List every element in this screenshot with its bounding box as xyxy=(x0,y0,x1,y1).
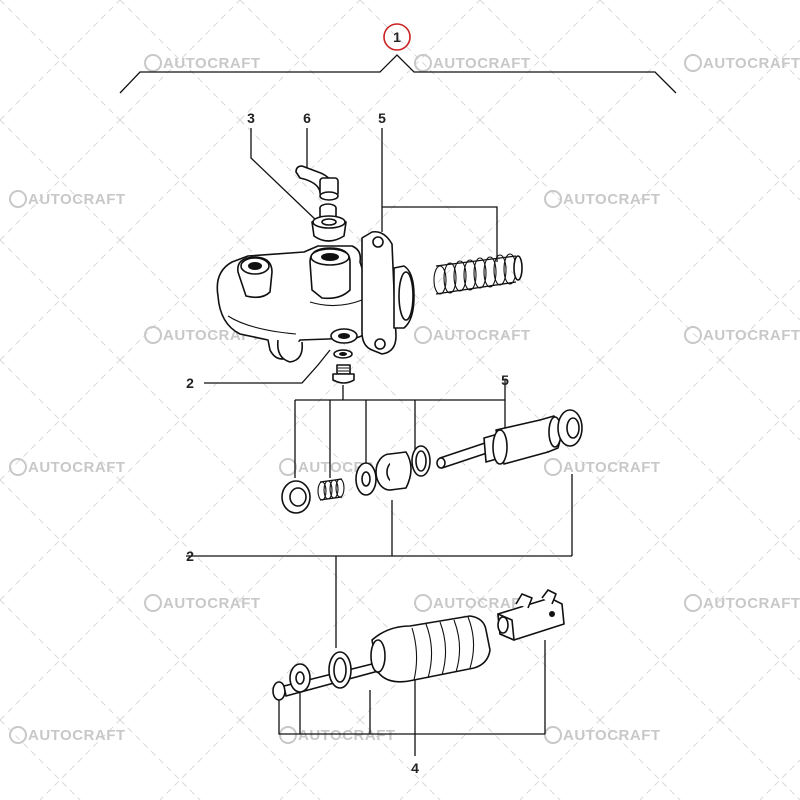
svg-text:AUTOCRAFT: AUTOCRAFT xyxy=(563,459,661,476)
leader-lines-middle xyxy=(186,380,573,648)
piston-assembly[interactable] xyxy=(436,415,562,469)
watermark-logo: AUTOCRAFT xyxy=(544,190,661,208)
small-spring[interactable] xyxy=(317,478,345,501)
svg-text:AUTOCRAFT: AUTOCRAFT xyxy=(28,459,126,476)
svg-text:AUTOCRAFT: AUTOCRAFT xyxy=(163,55,261,72)
callout-2-mid-label[interactable]: 2 xyxy=(186,548,194,564)
watermark-logo: AUTOCRAFT xyxy=(544,726,661,744)
svg-text:AUTOCRAFT: AUTOCRAFT xyxy=(433,595,531,612)
svg-text:AUTOCRAFT: AUTOCRAFT xyxy=(163,595,261,612)
watermark-logo: AUTOCRAFT xyxy=(9,458,126,476)
watermark-logo: AUTOCRAFT xyxy=(414,54,531,72)
rubber-dust-boot[interactable] xyxy=(370,615,491,683)
watermark-logo: AUTOCRAFT xyxy=(414,326,531,344)
svg-text:AUTOCRAFT: AUTOCRAFT xyxy=(28,727,126,744)
svg-text:AUTOCRAFT: AUTOCRAFT xyxy=(703,327,800,344)
watermark-logo: AUTOCRAFT xyxy=(684,326,800,344)
circlip[interactable] xyxy=(328,651,352,689)
svg-text:AUTOCRAFT: AUTOCRAFT xyxy=(703,595,800,612)
watermark-logo: AUTOCRAFT xyxy=(9,190,126,208)
valve-seat[interactable] xyxy=(375,451,412,491)
watermark-group: AUTOCRAFT AUTOCRAFT AUTOCRAFT AUTOCRAFT … xyxy=(9,54,800,744)
svg-text:AUTOCRAFT: AUTOCRAFT xyxy=(563,727,661,744)
watermark-logo: AUTOCRAFT xyxy=(544,458,661,476)
callout-2-top-label[interactable]: 2 xyxy=(186,375,194,391)
watermark-logo: AUTOCRAFT xyxy=(9,726,126,744)
callout-1-group[interactable]: 1 xyxy=(119,23,677,94)
svg-text:AUTOCRAFT: AUTOCRAFT xyxy=(298,727,396,744)
svg-text:AUTOCRAFT: AUTOCRAFT xyxy=(703,55,800,72)
leader-lines-bottom xyxy=(278,640,546,756)
svg-text:AUTOCRAFT: AUTOCRAFT xyxy=(433,327,531,344)
callout-1-highlight-ring xyxy=(383,23,411,51)
watermark-logo: AUTOCRAFT xyxy=(144,594,261,612)
watermark-logo: AUTOCRAFT xyxy=(684,54,800,72)
watermark-logo: AUTOCRAFT xyxy=(144,54,261,72)
hose-fitting-elbow[interactable] xyxy=(295,165,339,201)
callout-5-top-label[interactable]: 5 xyxy=(378,110,386,126)
seal-cup[interactable] xyxy=(281,480,311,514)
watermark-logo: AUTOCRAFT xyxy=(414,594,531,612)
callout-6-label[interactable]: 6 xyxy=(303,110,311,126)
watermark-logo: AUTOCRAFT xyxy=(279,726,396,744)
pushrod-washer[interactable] xyxy=(289,663,311,693)
o-ring[interactable] xyxy=(411,445,431,477)
clevis-fork[interactable] xyxy=(497,589,565,641)
callout-1-label: 1 xyxy=(393,29,401,45)
svg-text:AUTOCRAFT: AUTOCRAFT xyxy=(563,191,661,208)
watermark-logo: AUTOCRAFT xyxy=(684,594,800,612)
leader-lines-upper xyxy=(204,128,498,384)
flat-washer[interactable] xyxy=(355,462,377,496)
return-spring-top[interactable] xyxy=(433,253,523,295)
piston-end-seal[interactable] xyxy=(557,409,583,447)
callout-3-label[interactable]: 3 xyxy=(247,110,255,126)
svg-text:AUTOCRAFT: AUTOCRAFT xyxy=(28,191,126,208)
svg-text:AUTOCRAFT: AUTOCRAFT xyxy=(433,55,531,72)
master-cylinder-body[interactable] xyxy=(216,230,415,363)
bleed-screw[interactable] xyxy=(332,364,355,384)
callout-4-label[interactable]: 4 xyxy=(411,760,419,776)
reservoir-cap-seal[interactable] xyxy=(311,203,347,242)
assembly-bracket xyxy=(119,54,677,94)
callout-5-mid-label[interactable]: 5 xyxy=(501,372,509,388)
bleed-washer[interactable] xyxy=(333,349,353,359)
